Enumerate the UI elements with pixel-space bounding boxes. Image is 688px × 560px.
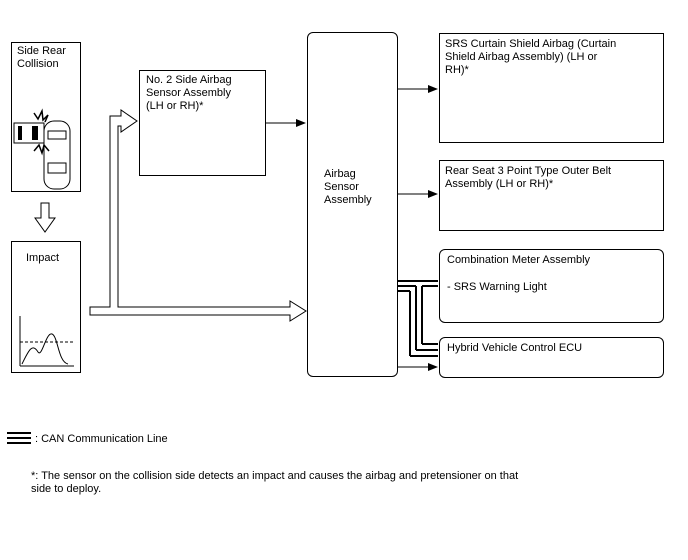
collision-cars-image <box>13 108 71 190</box>
hybrid-ecu-label: Hybrid Vehicle Control ECU <box>447 342 583 354</box>
impact-label: Impact <box>26 252 60 264</box>
airbag-sensor-box: Airbag Sensor Assembly <box>307 32 398 377</box>
ecu-to-hybrid-arrowhead <box>428 363 438 371</box>
can-bus-lines <box>398 280 438 357</box>
ecu-to-curtain-arrowhead <box>428 85 438 93</box>
airbag-sensor-label: Airbag Sensor Assembly <box>324 168 372 206</box>
srs-warning-light-label: - SRS Warning Light <box>447 281 547 293</box>
hybrid-ecu-box: Hybrid Vehicle Control ECU <box>439 337 664 378</box>
side-rear-collision-label: Side Rear Collision <box>17 45 66 70</box>
can-legend-symbol <box>7 432 31 444</box>
curtain-airbag-label: SRS Curtain Shield Airbag (Curtain Shiel… <box>445 38 617 76</box>
sensor-to-ecu-arrowhead <box>296 119 306 127</box>
ecu-to-belt-arrowhead <box>428 190 438 198</box>
curtain-airbag-box: SRS Curtain Shield Airbag (Curtain Shiel… <box>439 33 664 143</box>
can-legend-label: : CAN Communication Line <box>35 433 168 445</box>
collision-to-impact-arrow <box>34 202 56 233</box>
impact-box: Impact <box>11 241 81 373</box>
impact-to-sensor-arrow <box>89 109 307 322</box>
combination-meter-label: Combination Meter Assembly <box>447 254 591 266</box>
rear-seat-belt-label: Rear Seat 3 Point Type Outer Belt Assemb… <box>445 165 612 190</box>
footnote: *: The sensor on the collision side dete… <box>31 470 519 495</box>
impact-graph-icon <box>19 316 74 367</box>
combination-meter-box: Combination Meter Assembly - SRS Warning… <box>439 249 664 323</box>
side-rear-collision-box: Side Rear Collision <box>11 42 81 192</box>
side-airbag-sensor-label: No. 2 Side Airbag Sensor Assembly (LH or… <box>146 74 232 112</box>
rear-seat-belt-box: Rear Seat 3 Point Type Outer Belt Assemb… <box>439 160 664 231</box>
side-airbag-sensor-box: No. 2 Side Airbag Sensor Assembly (LH or… <box>139 70 266 176</box>
